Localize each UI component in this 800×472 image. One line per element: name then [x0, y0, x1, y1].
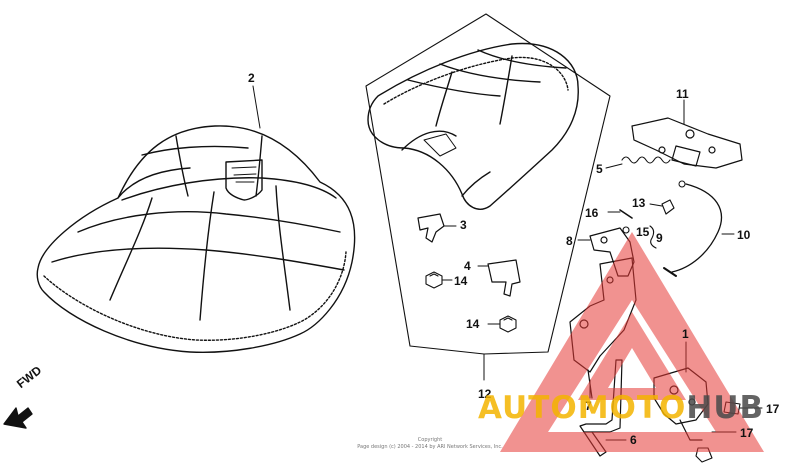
callout-9: 9 — [656, 231, 663, 245]
part-15-washer — [622, 226, 630, 234]
watermark-triangle-icon — [500, 232, 764, 452]
part-4-bracket — [487, 259, 521, 297]
part-10-cable — [671, 183, 723, 273]
callout-4: 4 — [464, 259, 471, 273]
callout-17-upper: 17 — [766, 402, 780, 416]
passenger-seat-drawing — [367, 42, 579, 210]
callout-6: 6 — [630, 433, 637, 447]
callout-10: 10 — [737, 228, 751, 242]
callout-15: 15 — [636, 225, 650, 239]
part-5-spring — [621, 156, 671, 164]
callout-3: 3 — [460, 218, 467, 232]
callout-13: 13 — [632, 196, 646, 210]
part-9-spring-clip — [649, 225, 657, 249]
part-3-bracket — [417, 213, 445, 243]
part-16-pin — [619, 209, 633, 219]
callout-8: 8 — [566, 234, 573, 248]
fwd-arrow-icon — [3, 407, 33, 429]
part-13-clip — [661, 199, 675, 215]
copyright-line-2: Page design (c) 2004 - 2014 by ARI Netwo… — [357, 444, 503, 450]
watermark-logo: AUTOMOTOHUB — [478, 390, 764, 426]
callout-1: 1 — [682, 327, 689, 341]
part-11-hinge — [631, 117, 743, 169]
copyright-notice: Copyright Page design (c) 2004 - 2014 by… — [330, 437, 530, 451]
callout-17-lower: 17 — [740, 426, 754, 440]
watermark-suffix: HUB — [686, 390, 765, 426]
watermark-text: AUTOMOTO — [478, 390, 687, 426]
callout-14-lower: 14 — [466, 317, 480, 331]
callout-7: 7 — [585, 399, 592, 413]
rider-seat-drawing — [36, 125, 356, 354]
copyright-line-1: Copyright — [417, 437, 443, 443]
callout-5: 5 — [596, 162, 603, 176]
assembly-bracket-frame — [365, 13, 611, 355]
nut-14-upper — [425, 271, 443, 289]
nut-14-lower — [499, 315, 517, 333]
callout-2: 2 — [248, 71, 255, 85]
callout-14-upper: 14 — [454, 274, 468, 288]
callout-11: 11 — [676, 87, 689, 101]
callout-12: 12 — [478, 387, 492, 401]
callout-16: 16 — [585, 206, 599, 220]
